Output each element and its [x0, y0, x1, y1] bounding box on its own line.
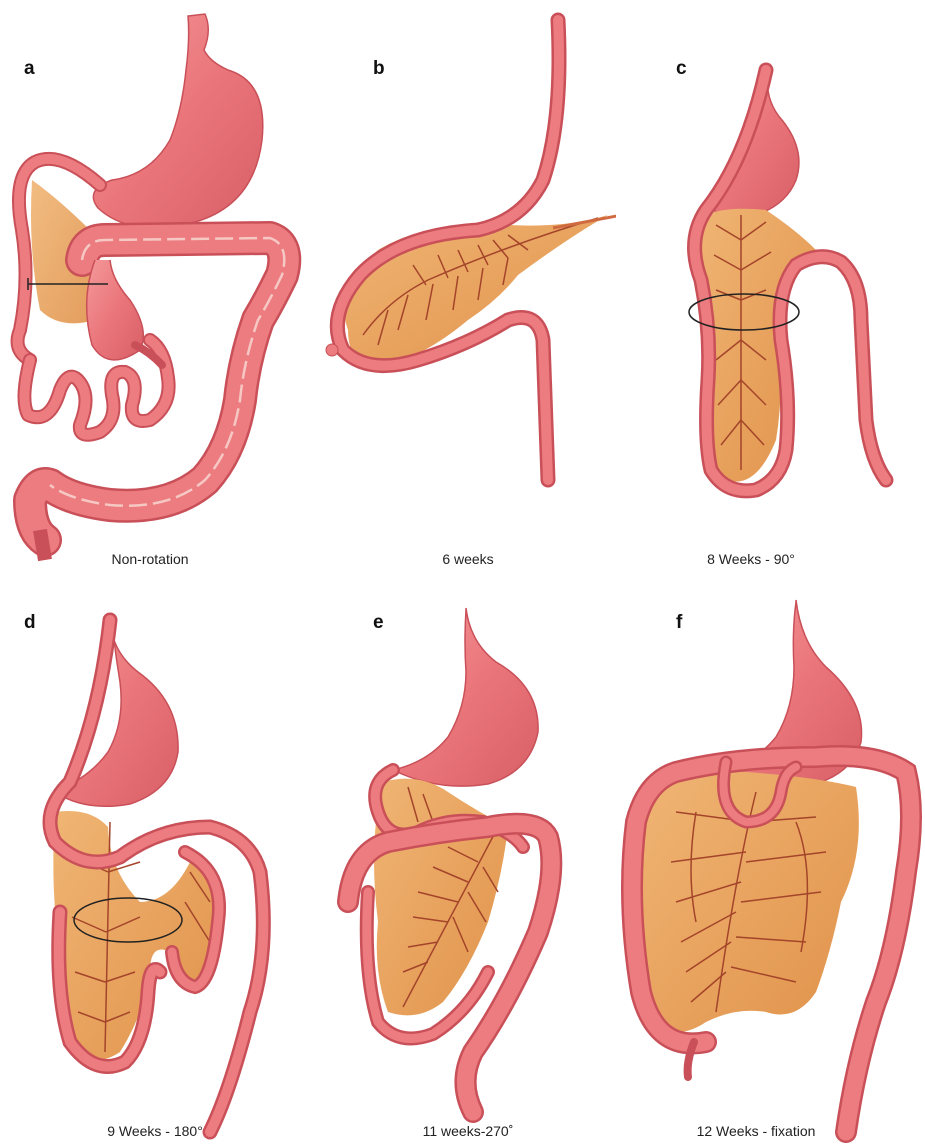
caption-e: 11 weeks-270˚ [393, 1123, 543, 1139]
stomach [93, 14, 262, 228]
panel-d: d 9 Weeks - 180° [0, 572, 308, 1144]
rectum [40, 530, 45, 560]
panel-f: f 12 Weeks - fixation [616, 572, 924, 1144]
panel-a: a Non-rotation [0, 0, 308, 572]
eleven-weeks-illustration [308, 572, 616, 1144]
panel-c: c 8 Weeks - 90° [616, 0, 924, 572]
caption-f: 12 Weeks - fixation [676, 1123, 836, 1139]
caption-c: 8 Weeks - 90° [676, 551, 826, 567]
stomach [393, 608, 538, 786]
caption-d: 9 Weeks - 180° [80, 1123, 230, 1139]
apex-bud [326, 344, 338, 356]
caption-a: Non-rotation [80, 551, 220, 567]
six-weeks-illustration [308, 0, 616, 572]
twelve-weeks-illustration [616, 572, 924, 1144]
caption-b: 6 weeks [398, 551, 538, 567]
nine-weeks-illustration [0, 572, 308, 1144]
eight-weeks-illustration [616, 0, 924, 572]
non-rotation-illustration [0, 0, 308, 572]
mesentery [640, 772, 859, 1032]
appendix [688, 1042, 694, 1077]
panel-e: e 11 weeks-270˚ [308, 572, 616, 1144]
panel-b: b 6 weeks [308, 0, 616, 572]
